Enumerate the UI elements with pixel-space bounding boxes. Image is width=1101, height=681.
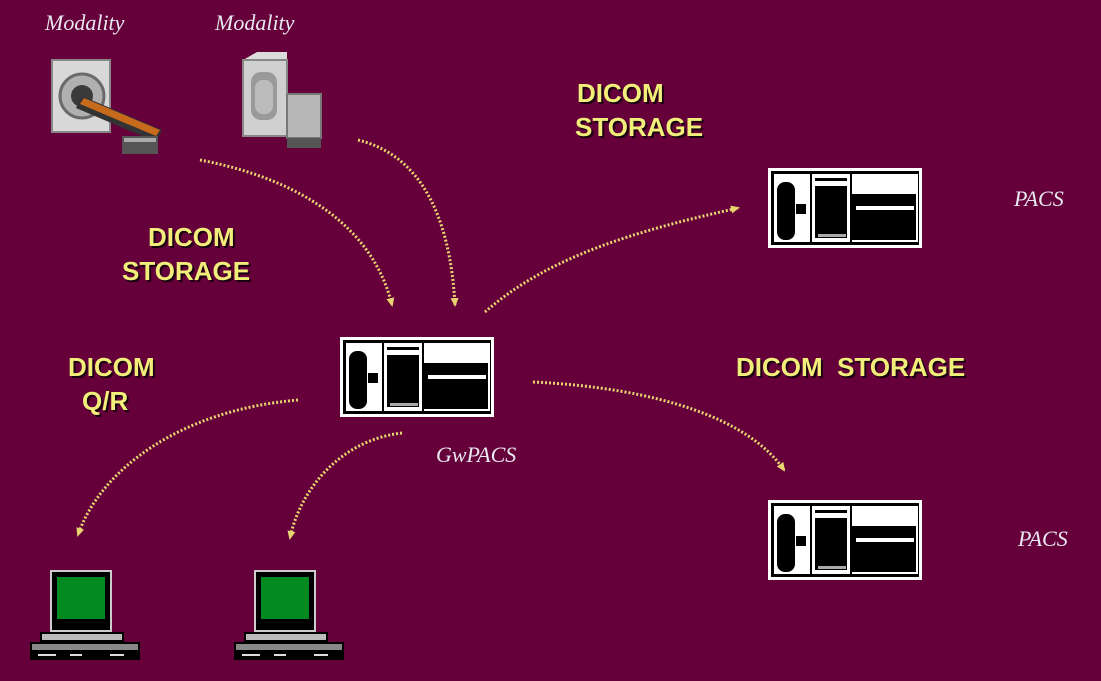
- qr-label: DICOM Q/R: [68, 350, 155, 418]
- storage-left-line2: STORAGE: [122, 256, 251, 286]
- storage-top-line1: DICOM: [577, 78, 664, 108]
- arrow-modality1-to-gateway: [199, 158, 395, 307]
- modality-2-caption: Modality: [215, 10, 295, 35]
- storage-top-line2: STORAGE: [575, 112, 704, 142]
- arrow-gateway-to-pacs-top: [484, 205, 740, 314]
- qr-line1: DICOM: [68, 352, 155, 382]
- arrow-gateway-to-workstation-1: [76, 398, 299, 537]
- arrow-modality2-to-gateway: [357, 138, 459, 307]
- storage-left-line1: DICOM: [148, 222, 235, 252]
- pacs-top-caption: PACS: [1014, 186, 1064, 211]
- qr-line2: Q/R: [82, 386, 129, 416]
- server-console-icon: [340, 337, 494, 417]
- gwpacs-caption: GwPACS: [436, 442, 517, 467]
- arrow-gateway-to-pacs-bottom: [532, 380, 786, 472]
- modality-1-caption: Modality: [45, 10, 125, 35]
- pacs-bottom-caption: PACS: [1018, 526, 1068, 551]
- storage-top-label: DICOM STORAGE: [575, 76, 703, 144]
- storage-right-label: DICOM STORAGE: [736, 352, 966, 382]
- storage-left-label: DICOM STORAGE: [122, 220, 250, 288]
- arrow-gateway-to-workstation-2: [287, 431, 403, 540]
- server-console-icon: [768, 168, 922, 248]
- computer-workstation-icon: [234, 570, 344, 660]
- computer-workstation-icon: [30, 570, 140, 660]
- server-console-icon: [768, 500, 922, 580]
- mri-scanner-icon: [242, 52, 322, 148]
- ct-scanner-icon: [51, 59, 162, 154]
